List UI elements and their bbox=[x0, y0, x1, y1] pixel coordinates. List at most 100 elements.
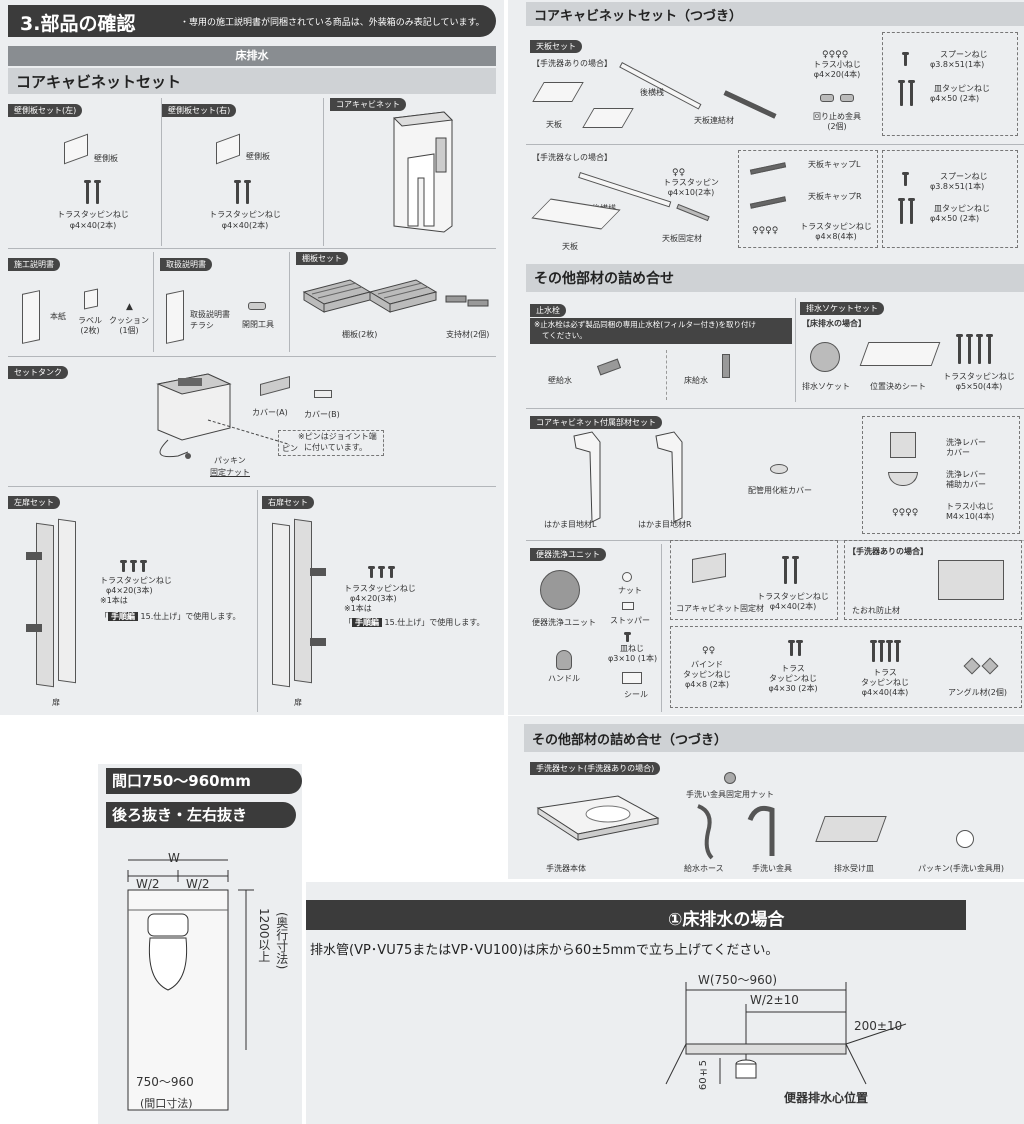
t40-name-2: タッピンねじ bbox=[861, 678, 909, 687]
tank-box: セットタンク カバー(A) カバー(B) ピン ※ピンはジョイント端 に付いてい… bbox=[8, 360, 496, 480]
sub-header: 後ろ抜き・左右抜き bbox=[106, 802, 296, 828]
m4-spec: M4×10(4本) bbox=[946, 512, 995, 521]
cap-group-box bbox=[738, 150, 878, 248]
label-name: ラベル bbox=[78, 316, 102, 325]
case-title: ①床排水の場合 bbox=[668, 910, 785, 930]
title-note: ・専用の施工説明書が同梱されている商品は、外装箱のみ表記しています。 bbox=[180, 18, 485, 28]
ref-tag: 手順編 bbox=[352, 618, 382, 628]
valve-box: 止水栓 ※止水栓は必ず製品同梱の専用止水栓(フィルター付き)を取り付け てくださ… bbox=[526, 298, 796, 402]
stop-name: 回り止め金具 bbox=[813, 112, 861, 121]
top-board-name: 天板 bbox=[546, 120, 562, 129]
sara-name: 皿タッピンねじ bbox=[934, 84, 990, 93]
section-title: コアキャビネットセット（つづき） bbox=[526, 2, 1024, 26]
divider bbox=[526, 408, 1024, 409]
fix-name: 天板固定材 bbox=[662, 234, 702, 243]
section-label: 棚板セット bbox=[296, 252, 348, 265]
label-image bbox=[84, 288, 98, 310]
bind-name: バインド bbox=[691, 660, 723, 669]
screw-small-icon: ♀♀♀♀ bbox=[822, 50, 849, 60]
ref-tag: 手順編 bbox=[108, 612, 138, 622]
accessory-box: コアキャビネット付属部材セット はかま目地材L はかま目地材R 配管用化粧カバー… bbox=[526, 412, 1024, 538]
faucet-image bbox=[747, 805, 775, 856]
handle-image bbox=[556, 650, 572, 670]
wall-valve-image bbox=[596, 358, 622, 376]
flush-unit-image bbox=[540, 570, 580, 610]
wall-panel-image bbox=[64, 133, 88, 165]
spoon-spec: φ3.8×51(1本) bbox=[930, 182, 985, 191]
bind-icon: ♀♀ bbox=[702, 646, 716, 656]
section-label: 手洗器セット(手洗器ありの場合) bbox=[530, 762, 661, 775]
label-qty: (2枚) bbox=[80, 326, 100, 335]
wall-panel-image bbox=[216, 133, 240, 165]
sara-screw-icon bbox=[898, 80, 905, 106]
faucet-name: 手洗い金具 bbox=[752, 864, 792, 873]
stopper-image bbox=[622, 602, 634, 610]
door-name: 扉 bbox=[52, 698, 60, 707]
aux-name-2: 補助カバー bbox=[946, 480, 986, 489]
door-panel-image bbox=[272, 522, 290, 688]
angle-name: アングル材(2個) bbox=[948, 688, 1008, 697]
range-label: 750～960 bbox=[136, 1075, 194, 1089]
nut-image bbox=[622, 572, 632, 582]
m4-name: トラス小ねじ bbox=[946, 502, 994, 511]
drain-position-diagram bbox=[665, 982, 907, 1085]
section-label: コアキャビネット bbox=[330, 98, 406, 111]
ref-text: 15.仕上げ」で使用します。 bbox=[140, 612, 241, 621]
cap-r-name: 天板キャップR bbox=[808, 192, 862, 201]
drain-tray-image bbox=[815, 816, 887, 842]
screw-icon bbox=[976, 334, 983, 364]
pin-note-box bbox=[278, 430, 384, 456]
spoon-name: スプーンねじ bbox=[940, 172, 988, 181]
divider bbox=[666, 350, 667, 400]
screw-spec: φ4×10(2本) bbox=[667, 188, 715, 197]
door-panel-image bbox=[294, 518, 312, 684]
ref-text: 15.仕上げ」で使用します。 bbox=[384, 618, 485, 627]
screw-icon bbox=[870, 640, 877, 662]
section-label: 左扉セット bbox=[8, 496, 60, 509]
m4-icon: ♀♀♀♀ bbox=[892, 508, 919, 518]
sara-spec: φ4×50 (2本) bbox=[930, 214, 980, 223]
basin-name: 手洗器本体 bbox=[546, 864, 586, 873]
screw-name: トラスタッピンねじ bbox=[757, 592, 829, 601]
truss-spec: φ4×8(4本) bbox=[815, 232, 857, 241]
sara-screw-icon bbox=[908, 80, 915, 106]
stop-bracket-image bbox=[840, 94, 854, 102]
pipe-cover-image bbox=[770, 464, 788, 474]
divider bbox=[8, 356, 496, 357]
screw-icon bbox=[886, 640, 893, 662]
sara-spec: φ3×10 (1本) bbox=[608, 654, 658, 663]
door-name: 扉 bbox=[294, 698, 302, 707]
hakama-l-name: はかま目地材L bbox=[544, 520, 597, 529]
case-label: 【床排水の場合】 bbox=[802, 319, 866, 328]
instruction-text: 排水管(VP･VU75またはVP･VU100)は床から60±5mmで立ち上げてく… bbox=[310, 943, 779, 958]
sara-screw-icon bbox=[898, 198, 905, 224]
wall-right-box: 壁側板セット(右) 壁側板 トラスタッピンねじ φ4×40(2本) bbox=[162, 98, 324, 246]
screw-icon bbox=[796, 640, 803, 656]
top-board-image bbox=[532, 82, 584, 102]
tool-image bbox=[248, 302, 266, 310]
section-label: 排水ソケットセット bbox=[800, 302, 884, 315]
bind-spec: φ4×8 (2本) bbox=[684, 680, 730, 689]
ref-line: 「手順編 15.仕上げ」で使用します。 bbox=[344, 618, 485, 628]
screw-icon bbox=[130, 560, 137, 572]
t30-spec: φ4×30 (2本) bbox=[768, 684, 818, 693]
socket-image bbox=[810, 342, 840, 372]
packing-name: パッキン bbox=[214, 456, 246, 465]
shelf-name: 棚板(2枚) bbox=[342, 330, 378, 339]
nut-image bbox=[724, 772, 736, 784]
depth-label: 1200以上 bbox=[256, 908, 271, 963]
wall-valve-name: 壁給水 bbox=[548, 376, 572, 385]
top-board-name: 天板 bbox=[562, 242, 578, 251]
fix-image bbox=[676, 203, 710, 222]
nut-name: ナット bbox=[618, 586, 642, 595]
ref-bracket: 「 bbox=[344, 618, 352, 627]
section-title: コアキャビネットセット bbox=[8, 68, 496, 94]
floor-valve-image bbox=[722, 354, 730, 378]
support-name: 支持材(2個) bbox=[446, 330, 490, 339]
section-label: 壁側板セット(右) bbox=[162, 104, 237, 117]
top-board-without-box: 【手洗器なしの場合】 後横桟 天板 ♀♀ トラスタッピン φ4×10(2本) 天… bbox=[526, 144, 1024, 254]
case-label: 【手洗器なしの場合】 bbox=[532, 153, 612, 162]
screw-icon bbox=[378, 566, 385, 578]
stop-bracket-image bbox=[820, 94, 834, 102]
valve-note1: ※止水栓は必ず製品同梱の専用止水栓(フィルター付き)を取り付け bbox=[534, 320, 756, 329]
